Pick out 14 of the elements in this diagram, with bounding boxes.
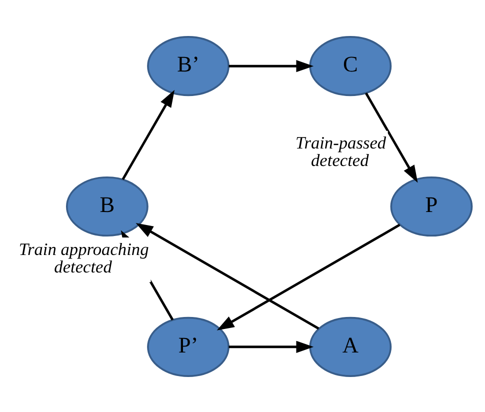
node-ellipse: B <box>66 176 148 236</box>
node-ellipse: P’ <box>147 316 230 376</box>
node-ellipse: B’ <box>147 36 230 96</box>
node-ellipse: P <box>390 176 473 236</box>
node-ellipse: A <box>309 316 392 376</box>
edge-label: Train approaching detected <box>18 240 149 276</box>
arrow <box>122 89 175 180</box>
edge-label: Train-passed detected <box>296 133 386 170</box>
arrow <box>228 60 314 72</box>
arrow <box>364 92 418 182</box>
arrow <box>136 222 320 330</box>
node-ellipse: C <box>309 36 392 96</box>
arrow <box>216 223 400 330</box>
arrow <box>228 340 314 352</box>
